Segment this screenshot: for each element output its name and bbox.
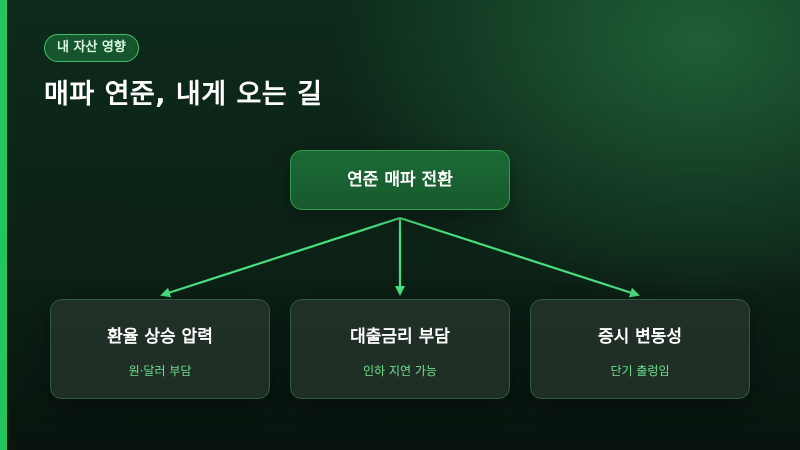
node-stock-volatility-label: 증시 변동성: [597, 327, 683, 347]
node-stock-volatility: 증시 변동성 단기 출렁임: [530, 299, 750, 399]
page-title: 매파 연준, 내게 오는 길: [44, 79, 323, 110]
node-loan-rate-label: 대출금리 부담: [350, 327, 450, 347]
connector-left: [160, 216, 401, 298]
node-exchange-rate-label: 환율 상승 압력: [107, 327, 213, 347]
node-exchange-rate: 환율 상승 압력 원·달러 부담: [50, 299, 270, 399]
node-loan-rate: 대출금리 부담 인하 지연 가능: [290, 299, 510, 399]
node-loan-rate-sub: 인하 지연 가능: [363, 364, 437, 378]
connector-right: [399, 216, 640, 298]
accent-bar: [0, 0, 7, 450]
section-tag: 내 자산 영향: [44, 34, 139, 62]
root-node: 연준 매파 전환: [290, 150, 510, 210]
node-stock-volatility-sub: 단기 출렁임: [610, 364, 670, 378]
node-exchange-rate-sub: 원·달러 부담: [128, 364, 192, 378]
root-node-label: 연준 매파 전환: [347, 170, 453, 190]
